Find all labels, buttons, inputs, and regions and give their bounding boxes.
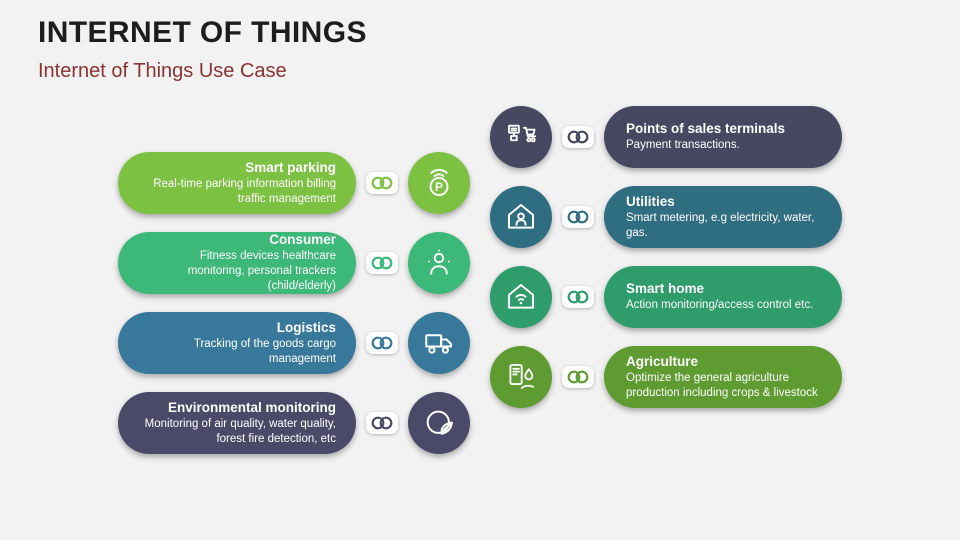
pill-description: Fitness devices healthcare monitoring, p… bbox=[187, 250, 336, 292]
use-case-row-utilities: Utilities Smart metering, e.g electricit… bbox=[490, 186, 842, 248]
chain-link-icon bbox=[562, 206, 594, 228]
chain-link-icon bbox=[562, 126, 594, 148]
chain-link-icon bbox=[366, 172, 398, 194]
use-case-row-smart-home: Smart home Action monitoring/access cont… bbox=[490, 266, 842, 328]
pill-description: Optimize the general agriculture product… bbox=[626, 371, 818, 399]
pill-title: Environmental monitoring bbox=[167, 399, 336, 415]
pill-title: Smart parking bbox=[245, 159, 336, 175]
use-case-row-logistics: Logistics Tracking of the goods cargo ma… bbox=[118, 312, 470, 374]
pill-description: Action monitoring/access control etc. bbox=[626, 299, 814, 312]
chain-link-icon bbox=[366, 332, 398, 354]
chain-link-icon bbox=[366, 412, 398, 434]
use-case-row-environmental-monitoring: Environmental monitoring Monitoring of a… bbox=[118, 392, 470, 454]
utilities-pill: Utilities Smart metering, e.g electricit… bbox=[604, 186, 842, 248]
pill-title: Consumer bbox=[269, 232, 336, 248]
parking-icon: P bbox=[408, 152, 470, 214]
chain-link-icon bbox=[562, 366, 594, 388]
use-case-row-points-of-sales: Points of sales terminals Payment transa… bbox=[490, 106, 842, 168]
pill-description: Payment transactions. bbox=[626, 139, 740, 152]
consumer-pill: Consumer Fitness devices healthcare moni… bbox=[118, 232, 356, 294]
svg-text:P: P bbox=[435, 180, 443, 194]
agriculture-pill: Agriculture Optimize the general agricul… bbox=[604, 346, 842, 408]
pill-title: Smart home bbox=[626, 281, 705, 297]
use-case-row-consumer: Consumer Fitness devices healthcare moni… bbox=[118, 232, 470, 294]
agriculture-icon bbox=[490, 346, 552, 408]
pill-title: Logistics bbox=[276, 319, 336, 335]
smart-home-pill: Smart home Action monitoring/access cont… bbox=[604, 266, 842, 328]
use-case-row-smart-parking: Smart parking Real-time parking informat… bbox=[118, 152, 470, 214]
eco-planet-icon bbox=[408, 392, 470, 454]
page-title: INTERNET OF THINGS bbox=[38, 16, 367, 49]
pos-terminal-icon bbox=[490, 106, 552, 168]
chain-link-icon bbox=[562, 286, 594, 308]
utility-meter-icon bbox=[490, 186, 552, 248]
page-subtitle: Internet of Things Use Case bbox=[38, 60, 287, 82]
pill-description: Real-time parking information billing tr… bbox=[153, 177, 336, 205]
person-icon bbox=[408, 232, 470, 294]
pill-description: Tracking of the goods cargo management bbox=[193, 337, 336, 365]
pill-title: Agriculture bbox=[626, 353, 699, 369]
logistics-pill: Logistics Tracking of the goods cargo ma… bbox=[118, 312, 356, 374]
pill-title: Utilities bbox=[626, 193, 675, 209]
pill-title: Points of sales terminals bbox=[626, 121, 786, 137]
pill-description: Monitoring of air quality, water quality… bbox=[144, 417, 336, 445]
smart-home-icon bbox=[490, 266, 552, 328]
environmental-monitoring-pill: Environmental monitoring Monitoring of a… bbox=[118, 392, 356, 454]
points-of-sales-pill: Points of sales terminals Payment transa… bbox=[604, 106, 842, 168]
truck-icon bbox=[408, 312, 470, 374]
pill-description: Smart metering, e.g electricity, water, … bbox=[626, 211, 815, 239]
use-case-row-agriculture: Agriculture Optimize the general agricul… bbox=[490, 346, 842, 408]
smart-parking-pill: Smart parking Real-time parking informat… bbox=[118, 152, 356, 214]
chain-link-icon bbox=[366, 252, 398, 274]
